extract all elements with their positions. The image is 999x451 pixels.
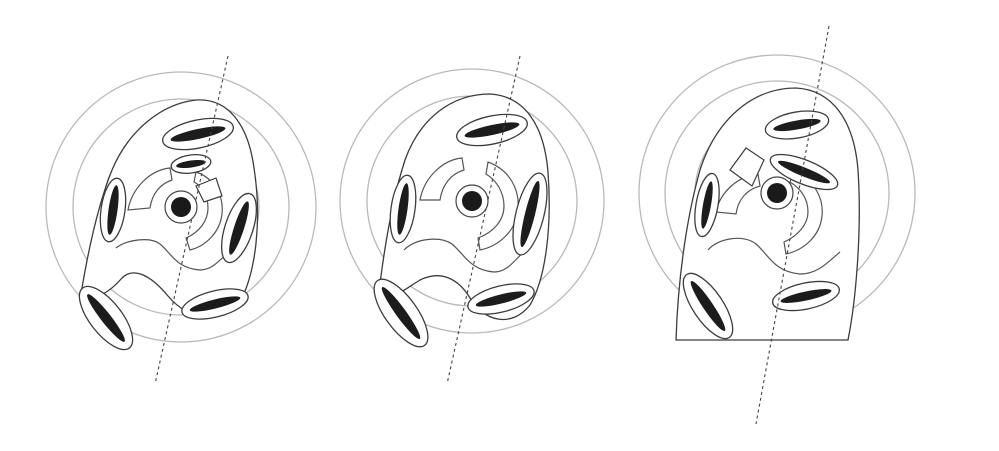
panel-1-core [171,197,191,217]
panel-3 [639,26,915,424]
panel-2-core [462,191,482,211]
panel-3-core [767,183,787,203]
panel-2 [340,56,604,384]
panel-1 [46,56,316,384]
